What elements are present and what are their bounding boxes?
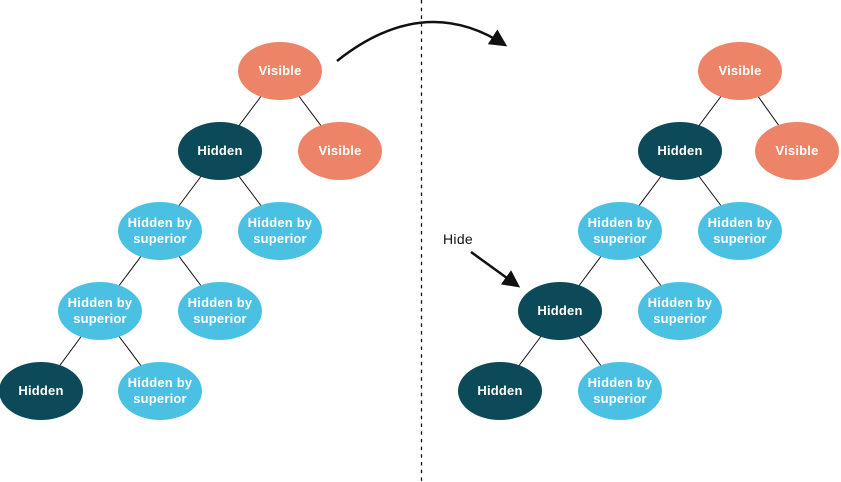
right-tree-edge-n1-n3 bbox=[739, 70, 798, 152]
left-tree-edge-n2-n5 bbox=[219, 150, 281, 232]
hide-label: Hide bbox=[443, 231, 473, 247]
left-tree-edge-n1-n3 bbox=[279, 70, 341, 152]
transform-arrow bbox=[336, 20, 508, 62]
right-tree-edge-n4-n7 bbox=[619, 230, 681, 312]
right-tree-edge-n1-n2 bbox=[679, 70, 741, 152]
right-tree-edge-n6-n9 bbox=[559, 310, 621, 392]
left-tree-edge-n6-n8 bbox=[40, 310, 101, 392]
left-tree-edge-n4-n7 bbox=[159, 230, 221, 312]
left-tree-edge-n6-n9 bbox=[99, 310, 161, 392]
hide-arrow bbox=[470, 250, 521, 288]
right-tree-edge-n4-n6 bbox=[559, 230, 621, 312]
tree-edges-group bbox=[40, 70, 798, 392]
left-tree-edge-n4-n6 bbox=[99, 230, 161, 312]
right-tree-edge-n2-n5 bbox=[679, 150, 741, 232]
left-tree-edge-n2-n4 bbox=[159, 150, 221, 232]
right-tree-edge-n2-n4 bbox=[619, 150, 681, 232]
right-tree-edge-n6-n8 bbox=[499, 310, 561, 392]
left-tree-edge-n1-n2 bbox=[219, 70, 281, 152]
